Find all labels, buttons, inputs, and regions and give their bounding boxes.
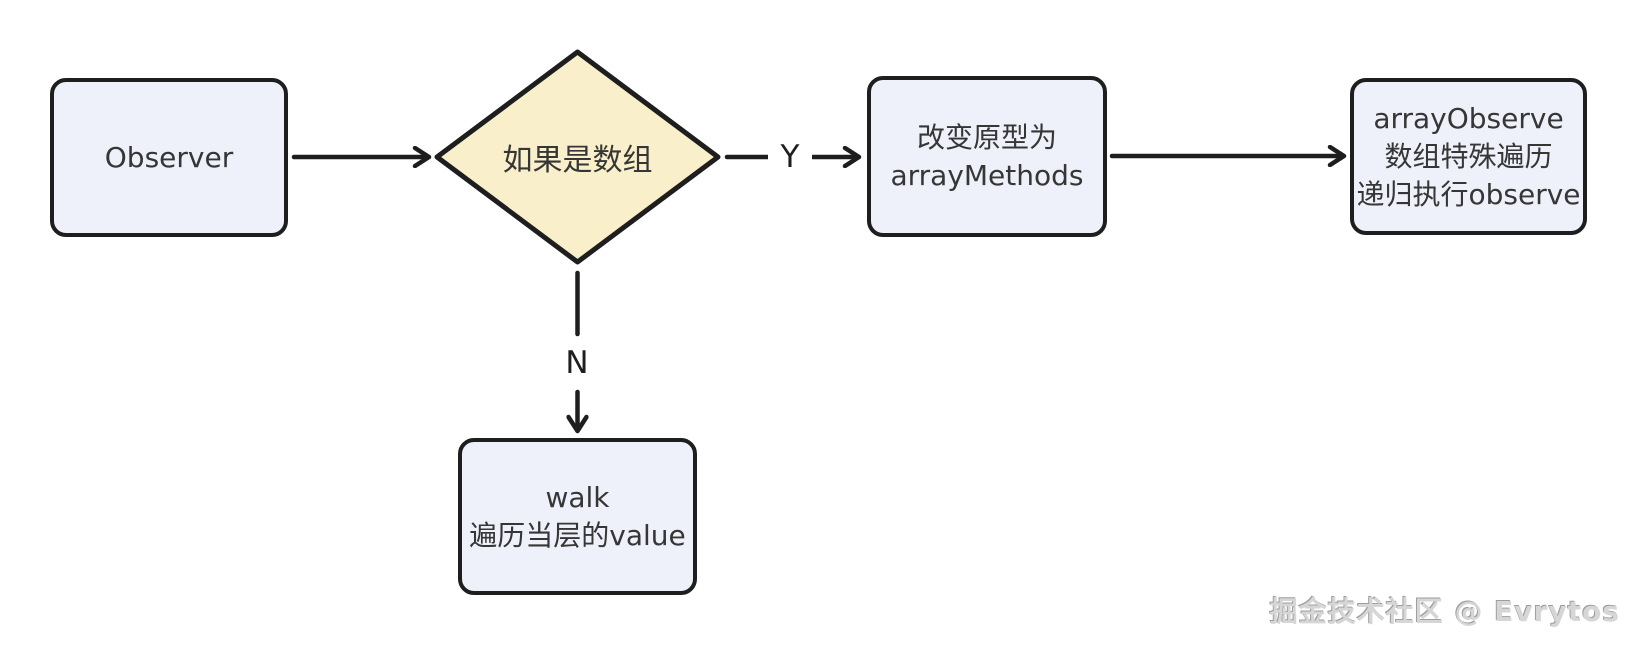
watermark-text: 掘金技术社区 @ Evrytos [1269, 595, 1620, 628]
node-walk: walk 遍历当层的value [458, 438, 697, 595]
node-change-prototype-line: 改变原型为 [916, 120, 1057, 154]
node-walk-line: 遍历当层的value [469, 518, 686, 552]
node-array-observe-line: 递归执行observe [1356, 177, 1581, 211]
node-decision-label: 如果是数组 [502, 143, 653, 178]
node-change-prototype: 改变原型为 arrayMethods [867, 76, 1107, 237]
node-array-observe-line: arrayObserve [1373, 101, 1564, 135]
node-array-observe-line: 数组特殊遍历 [1384, 139, 1553, 173]
node-observer-label: Observer [104, 140, 234, 174]
node-walk-line: walk [545, 480, 610, 514]
node-observer: Observer [50, 78, 288, 237]
edge-label-yes: Y [768, 135, 812, 179]
node-array-observe: arrayObserve 数组特殊遍历 递归执行observe [1350, 78, 1587, 235]
decision-diamond-shape [434, 49, 721, 265]
edge-label-no: N [555, 341, 599, 385]
node-change-prototype-line: arrayMethods [890, 158, 1084, 192]
